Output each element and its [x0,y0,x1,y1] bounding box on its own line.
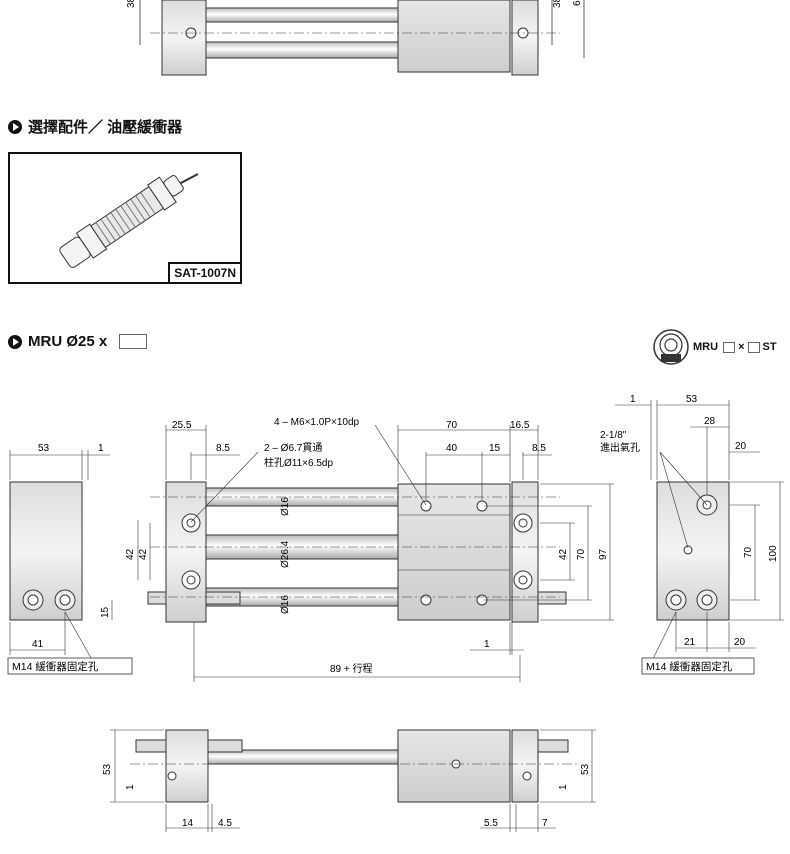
accessory-heading-text: 選擇配件／ 油壓緩衝器 [28,119,183,136]
label-right-hole: M14 緩衝器固定孔 [646,660,733,673]
dim-bottom-53b: 53 [580,763,591,775]
rod-label-16a: Ø16 [280,497,291,516]
callout-cbore: 柱孔Ø11×6.5dp [264,456,333,469]
dim-top-left: 38 [126,0,137,8]
dim-main-stroke: 89 + 行程 [330,662,373,675]
badge-code: MRU [693,341,719,353]
port-label-a: 2-1/8" [600,430,627,441]
label-left-hole: M14 緩衝器固定孔 [12,660,99,673]
dim-main-25-5: 25.5 [172,420,192,431]
bullet-icon [8,334,22,349]
badge-st: ST [762,341,777,353]
accessory-heading: 選擇配件／ 油壓緩衝器 [8,116,182,137]
dim-top-right-b: 6 [572,0,583,6]
dim-bottom-14: 14 [182,818,194,829]
dim-left-41: 41 [32,639,44,650]
dim-left-1: 1 [98,443,104,454]
stroke-input-box[interactable] [119,334,148,349]
badge-box-b [747,341,760,353]
dim-right-53: 53 [686,394,698,405]
accessory-image-box: SAT-1007N [8,152,242,284]
dim-right-20b: 20 [734,637,746,648]
dim-main-8-5a: 8.5 [216,443,230,454]
shock-absorber-illustration [59,173,199,268]
dim-right-28: 28 [704,416,716,427]
accessory-code-label: SAT-1007N [168,262,240,282]
dim-bottom-5-5: 5.5 [484,818,498,829]
bullet-icon [8,119,22,134]
callout-mount: 4 – M6×1.0P×10dp [274,417,360,428]
dim-right-21: 21 [684,637,696,648]
right-side-view [615,400,784,666]
dim-right-100: 100 [768,545,779,562]
port-label-b: 進出氣孔 [600,441,640,454]
dim-main-1: 1 [484,639,490,650]
dim-main-40: 40 [446,443,458,454]
dim-main-42-right: 42 [558,548,569,560]
dim-bottom-4-5: 4.5 [218,818,232,829]
dim-left-42: 42 [125,548,136,560]
callout-thru: 2 – Ø6.7貫通 [264,442,322,454]
dim-bottom-1b: 1 [558,784,569,790]
bottom-view [110,729,596,832]
dim-main-16-5: 16.5 [510,420,530,431]
dim-top-right-a: 38 [552,0,563,8]
left-side-view [9,450,139,666]
dim-main-42-left: 42 [138,548,149,560]
badge-box-a [723,341,736,353]
dim-main-15: 15 [489,443,501,454]
dim-main-8-5b: 8.5 [532,443,546,454]
model-heading: MRU Ø25 x [8,333,148,350]
badge-x: × [738,341,745,353]
mru-badge-icon [653,329,689,365]
dim-bottom-1a: 1 [125,784,136,790]
top-partial-view [139,0,585,76]
dim-right-20a: 20 [735,441,747,452]
rod-label-26-4: Ø26.4 [280,540,291,568]
main-front-view [147,424,614,682]
model-badge: MRU × ST [652,328,777,366]
dim-bottom-53a: 53 [102,763,113,775]
dim-main-97: 97 [598,548,609,560]
rod-label-16b: Ø16 [280,595,291,614]
dim-bottom-7: 7 [542,818,548,829]
dim-main-70v: 70 [576,548,587,560]
dim-left-15: 15 [100,606,111,618]
model-heading-text: MRU Ø25 x [28,333,108,350]
dim-right-70: 70 [743,546,754,558]
dim-left-53: 53 [38,443,50,454]
dim-right-1: 1 [630,394,636,405]
dim-main-70: 70 [446,420,458,431]
